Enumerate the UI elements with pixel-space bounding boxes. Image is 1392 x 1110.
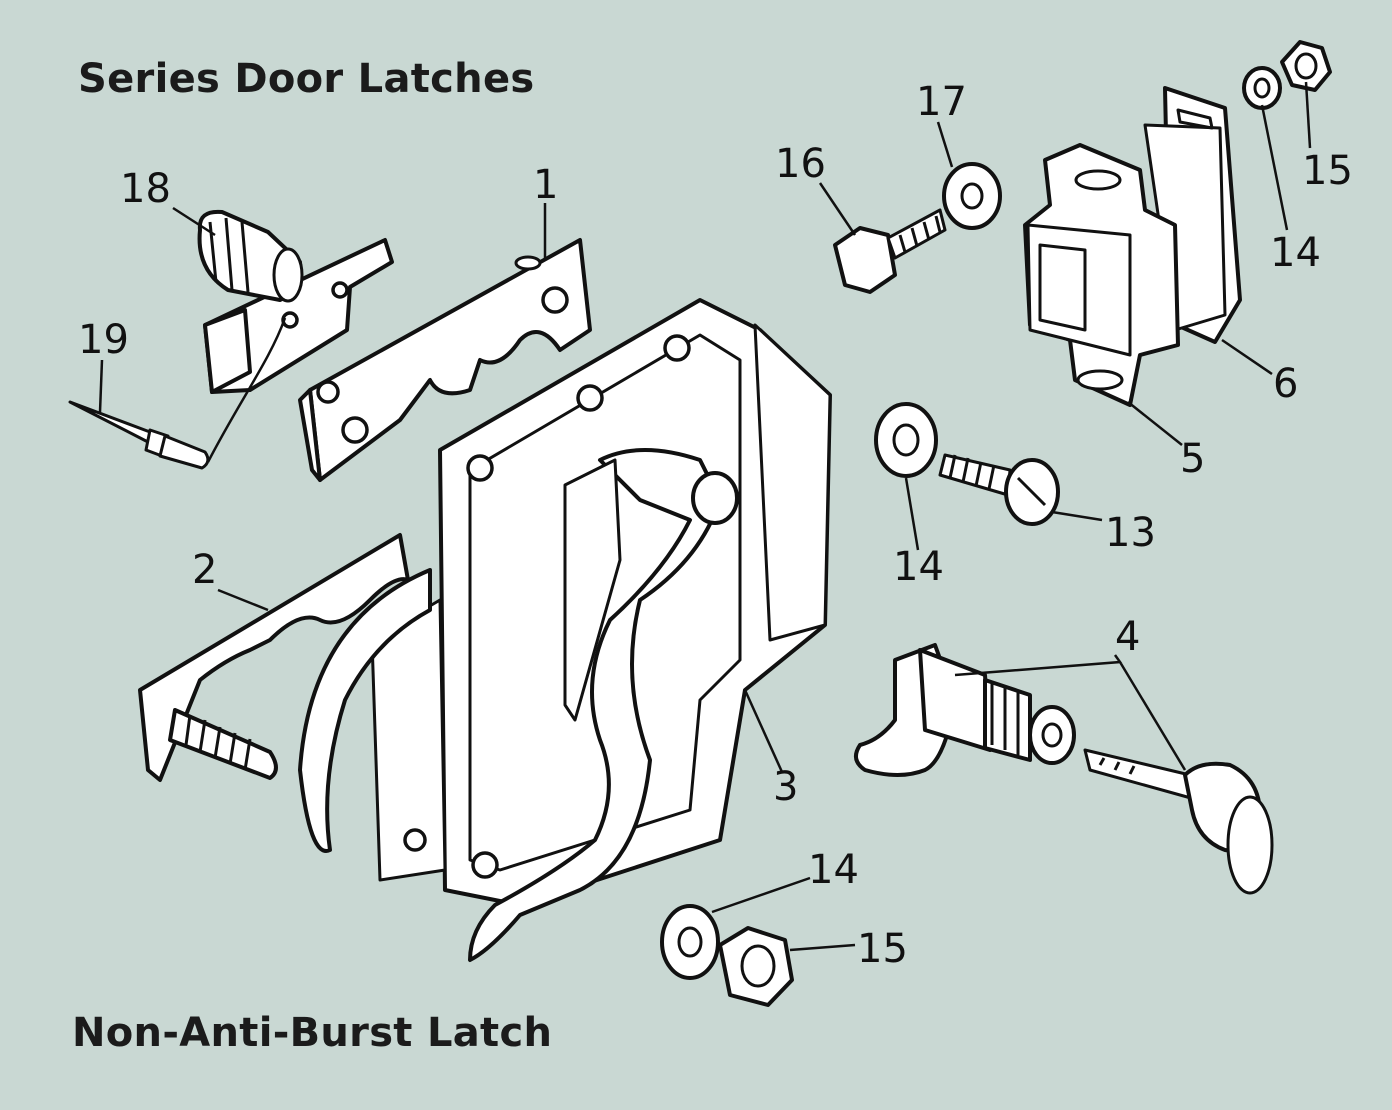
part-18-lock-knob [197, 209, 394, 394]
part-15-nut-bottom [718, 926, 794, 1007]
callout-15-bottom: 15 [857, 926, 908, 972]
callout-1: 1 [533, 162, 558, 208]
part-2-plate [138, 533, 410, 782]
callout-17: 17 [916, 79, 967, 125]
part-16-bolt [833, 208, 947, 294]
callout-4: 4 [1115, 614, 1140, 660]
part-1-plate [298, 238, 592, 482]
callout-3: 3 [773, 764, 798, 810]
callout-14-mid: 14 [893, 544, 944, 590]
callout-14-top: 14 [1270, 230, 1321, 276]
part-14-lock-washer-top [1242, 66, 1282, 110]
part-13-screw [938, 453, 1060, 526]
lanyard-wire [206, 317, 287, 463]
leader-lines [98, 81, 1312, 952]
part-3-latch-body [298, 298, 832, 962]
callout-18: 18 [120, 166, 171, 212]
callout-6: 6 [1273, 361, 1298, 407]
callout-numbers: 1 2 3 4 5 6 13 14 14 14 15 15 16 17 18 1… [78, 79, 1353, 972]
callout-16: 16 [775, 141, 826, 187]
diagram-title: Series Door Latches [78, 56, 535, 102]
callout-15-top: 15 [1302, 148, 1353, 194]
diagram-subtitle: Non-Anti-Burst Latch [72, 1010, 553, 1056]
part-15-nut-top [1280, 40, 1332, 92]
part-4-barrel-lock [854, 643, 1076, 777]
part-4-key [1083, 748, 1274, 895]
callout-19: 19 [78, 317, 129, 363]
part-17-washer [942, 162, 1002, 230]
part-14-lock-washer-bottom [660, 904, 720, 980]
part-19-pin [68, 400, 210, 470]
callout-14-bottom: 14 [808, 847, 859, 893]
callout-5: 5 [1180, 436, 1205, 482]
callout-13: 13 [1105, 510, 1156, 556]
callout-2: 2 [192, 547, 217, 593]
part-5-striker [1023, 143, 1180, 407]
part-14-lock-washer-mid [874, 402, 938, 478]
